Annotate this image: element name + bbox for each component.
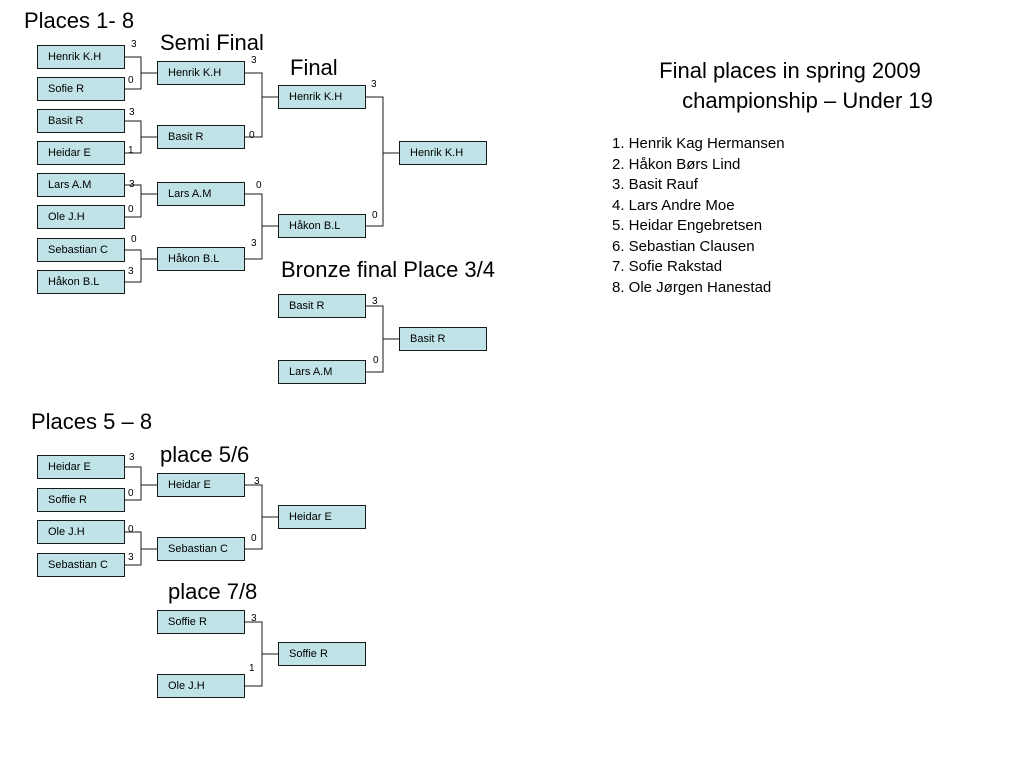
place-5-6-player-box: Sebastian C	[157, 537, 245, 561]
round1-player-box: Basit R	[37, 109, 125, 133]
final-player-box: Henrik K.H	[278, 85, 366, 109]
final-places-title: Final places in spring 2009 championship…	[605, 56, 975, 116]
round1-score: 3	[128, 266, 134, 277]
final-place-entry: 6. Sebastian Clausen	[612, 237, 755, 255]
heading-place-5-6: place 5/6	[160, 442, 250, 467]
semi-score: 0	[249, 130, 255, 141]
semi-player-box: Lars A.M	[157, 182, 245, 206]
placement-player-box: Heidar E	[37, 455, 125, 479]
final-score: 0	[372, 210, 378, 221]
bronze-score: 3	[372, 296, 378, 307]
bronze-score: 0	[373, 355, 379, 366]
round1-score: 1	[128, 145, 134, 156]
place-7-winner-box: Soffie R	[278, 642, 366, 666]
heading-final: Final	[290, 55, 338, 80]
final-place-entry: 8. Ole Jørgen Hanestad	[612, 278, 772, 296]
final-score: 3	[371, 79, 377, 90]
semi-player-box: Håkon B.L	[157, 247, 245, 271]
final-place-entry: 5. Heidar Engebretsen	[612, 217, 763, 234]
round1-score: 0	[131, 234, 137, 245]
placement-score: 0	[128, 488, 134, 499]
final-place-entry: 4. Lars Andre Moe	[612, 196, 735, 214]
heading-semi-final: Semi Final	[160, 30, 264, 55]
semi-player-box: Henrik K.H	[157, 61, 245, 85]
placement-score: 3	[129, 452, 135, 463]
place-7-8-score: 3	[251, 613, 257, 624]
final-place-entry: 3. Basit Rauf	[612, 176, 698, 193]
placement-player-box: Sebastian C	[37, 553, 125, 577]
bronze-player-box: Basit R	[278, 294, 366, 318]
semi-score: 3	[251, 238, 257, 249]
final-places-title-line2: championship – Under 19	[682, 88, 933, 113]
place-5-6-player-box: Heidar E	[157, 473, 245, 497]
round1-score: 3	[129, 179, 135, 190]
final-player-box: Håkon B.L	[278, 214, 366, 238]
round1-player-box: Håkon B.L	[37, 270, 125, 294]
round1-player-box: Heidar E	[37, 141, 125, 165]
placement-score: 3	[128, 552, 134, 563]
place-7-8-player-box: Ole J.H	[157, 674, 245, 698]
place-5-winner-box: Heidar E	[278, 505, 366, 529]
place-7-8-score: 1	[249, 663, 255, 674]
place-7-8-player-box: Soffie R	[157, 610, 245, 634]
champion-box: Henrik K.H	[399, 141, 487, 165]
semi-score: 0	[256, 180, 262, 191]
round1-score: 3	[129, 107, 135, 118]
place-5-6-score: 3	[254, 476, 260, 487]
placement-player-box: Ole J.H	[37, 520, 125, 544]
semi-score: 3	[251, 55, 257, 66]
final-places-list: 1. Henrik Kag Hermansen 2. Håkon Børs Li…	[612, 134, 785, 298]
round1-player-box: Sebastian C	[37, 238, 125, 262]
final-place-entry: 1. Henrik Kag Hermansen	[612, 135, 785, 152]
heading-places-5-8: Places 5 – 8	[31, 409, 153, 434]
heading-places-1-8: Places 1- 8	[24, 8, 135, 33]
heading-place-7-8: place 7/8	[168, 579, 258, 604]
final-places-title-line1: Final places in spring 2009	[659, 58, 921, 83]
semi-player-box: Basit R	[157, 125, 245, 149]
bronze-winner-box: Basit R	[399, 327, 487, 351]
placement-player-box: Soffie R	[37, 488, 125, 512]
round1-player-box: Henrik K.H	[37, 45, 125, 69]
place-5-6-score: 0	[251, 533, 257, 544]
round1-player-box: Sofie R	[37, 77, 125, 101]
round1-score: 0	[128, 204, 134, 215]
final-place-entry: 7. Sofie Rakstad	[612, 258, 723, 275]
placement-score: 0	[128, 524, 134, 535]
round1-player-box: Ole J.H	[37, 205, 125, 229]
round1-player-box: Lars A.M	[37, 173, 125, 197]
final-place-entry: 2. Håkon Børs Lind	[612, 155, 741, 173]
heading-bronze-final: Bronze final Place 3/4	[281, 257, 496, 282]
bronze-player-box: Lars A.M	[278, 360, 366, 384]
round1-score: 3	[131, 39, 137, 50]
round1-score: 0	[128, 75, 134, 86]
